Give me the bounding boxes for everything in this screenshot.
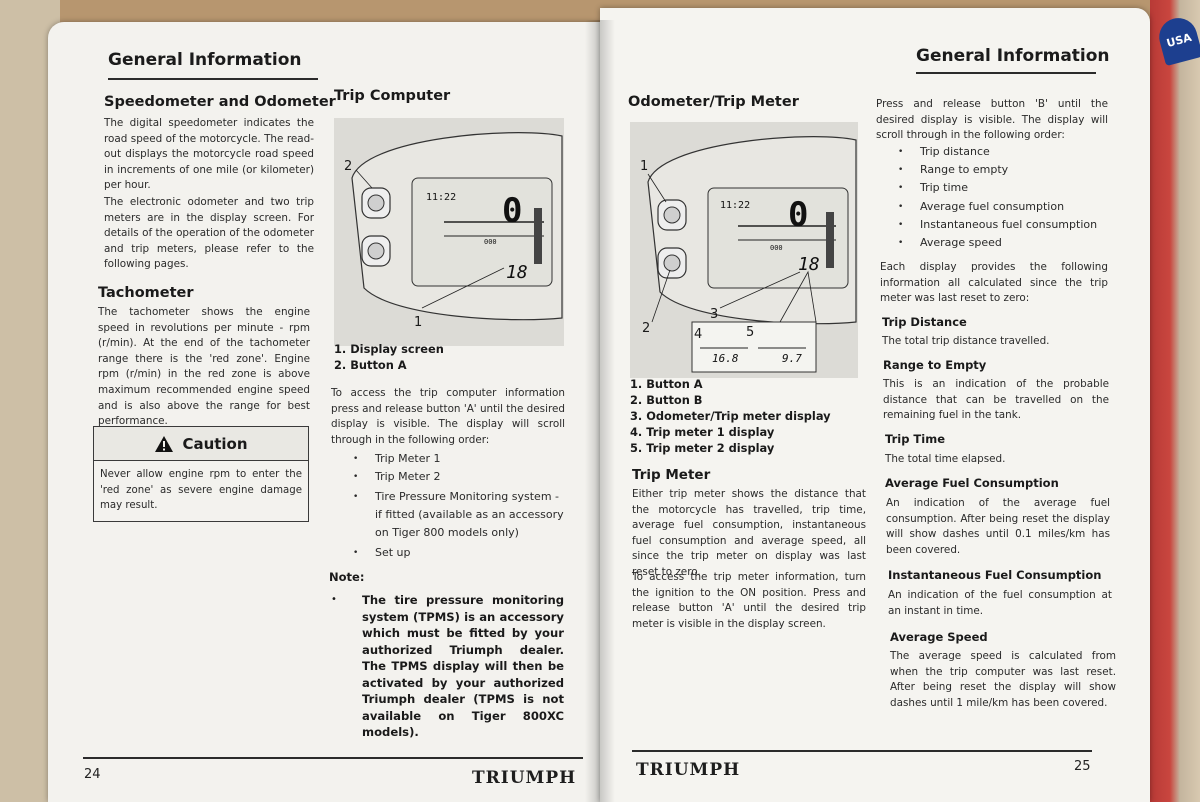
warning-triangle-icon <box>155 435 174 452</box>
def-text-instant-fuel: An indication of the fuel consumption at… <box>888 589 1112 617</box>
trip-display-bullets: Trip distance Range to empty Trip time A… <box>898 143 1108 252</box>
caption-item: 2. Button B <box>630 393 703 407</box>
def-title-average-fuel: Average Fuel Consumption <box>885 476 1059 490</box>
caption-item: 4. Trip meter 1 display <box>630 425 775 439</box>
right-header-title: General Information <box>916 46 1110 66</box>
trip-meter-1-readout: 16.8 <box>712 352 739 365</box>
callout-5: 5 <box>746 325 754 340</box>
scroll-intro: Press and release button 'B' until the d… <box>876 98 1108 142</box>
left-footer-rule <box>83 757 583 759</box>
trip-meter-heading: Trip Meter <box>632 467 711 483</box>
note-text: The tire pressure monitoring system (TPM… <box>362 593 564 739</box>
def-title-trip-distance: Trip Distance <box>882 315 967 329</box>
bullet-item: Average speed <box>898 234 1108 252</box>
triumph-logo-left: TRIUMPH <box>472 768 577 788</box>
odometer-label: 000 <box>484 238 497 246</box>
callout-2: 2 <box>642 321 650 336</box>
caption-item: 2. Button A <box>334 358 407 372</box>
trip-meter-2-readout: 9.7 <box>782 352 802 365</box>
odometer-display-illustration: 11:22 0 000 18 16.8 9.7 1 2 3 4 5 <box>640 136 857 373</box>
bullet-item: Instantaneous fuel consumption <box>898 216 1108 234</box>
bullet-item: Range to empty <box>898 161 1108 179</box>
def-title-average-speed: Average Speed <box>890 630 988 644</box>
def-text-range-to-empty: This is an indication of the probable di… <box>883 378 1109 422</box>
odometer-heading: Odometer/Trip Meter <box>628 94 799 110</box>
odometer-label: 000 <box>770 244 783 252</box>
callout-1: 1 <box>640 159 648 174</box>
adjacent-book <box>1150 0 1200 802</box>
right-header-rule <box>916 72 1096 74</box>
note-bullet-icon: • <box>331 594 337 605</box>
clock-readout: 11:22 <box>720 200 750 211</box>
def-title-trip-time: Trip Time <box>885 432 945 446</box>
right-page-number: 25 <box>1074 759 1091 774</box>
bullet-item: Tire Pressure Monitoring system - if fit… <box>353 488 567 542</box>
right-page: General Information Odometer/Trip Meter … <box>600 8 1150 802</box>
def-title-range-to-empty: Range to Empty <box>883 358 987 372</box>
caution-box: Caution Never allow engine rpm to enter … <box>93 426 309 522</box>
right-footer-rule <box>632 750 1092 752</box>
def-text-average-speed: The average speed is calculated from whe… <box>890 650 1116 709</box>
left-page: General Information Speedometer and Odom… <box>48 22 603 802</box>
triumph-logo-right: TRIUMPH <box>636 760 741 780</box>
trip-meter-p1: Either trip meter shows the distance tha… <box>632 488 866 578</box>
callout-2: 2 <box>344 159 352 174</box>
note-label: Note: <box>329 570 365 584</box>
trip-computer-bullets: Trip Meter 1 Trip Meter 2 Tire Pressure … <box>353 450 567 562</box>
callout-3: 3 <box>710 307 718 322</box>
trip-computer-captions: 1. Display screen 2. Button A <box>334 341 554 373</box>
speed-readout: 0 <box>788 195 808 235</box>
caution-text: Never allow engine rpm to enter the 'red… <box>100 469 302 512</box>
def-text-trip-distance: The total trip distance travelled. <box>882 335 1050 347</box>
bullet-item: Trip time <box>898 179 1108 197</box>
bullet-item: Average fuel consumption <box>898 198 1108 216</box>
caption-item: 5. Trip meter 2 display <box>630 441 775 455</box>
def-title-instant-fuel: Instantaneous Fuel Consumption <box>888 568 1102 582</box>
left-header-rule <box>108 78 318 80</box>
caption-item: 3. Odometer/Trip meter display <box>630 409 831 423</box>
instrument-display-illustration: 11:22 0 000 18 2 1 <box>344 132 563 330</box>
left-header-title: General Information <box>108 50 302 70</box>
bullet-item: Set up <box>353 544 567 562</box>
def-text-trip-time: The total time elapsed. <box>885 453 1006 465</box>
clock-readout: 11:22 <box>426 192 456 203</box>
trip-computer-intro: To access the trip computer information … <box>331 387 565 446</box>
dashboard-figure-left: 11:22 0 000 18 2 1 <box>334 118 564 346</box>
trip-readout: 18 <box>506 262 528 283</box>
tachometer-heading: Tachometer <box>98 285 194 301</box>
speed-readout: 0 <box>502 191 522 231</box>
caption-item: 1. Button A <box>630 377 703 391</box>
trip-meter-p2: To access the trip meter information, tu… <box>632 571 866 630</box>
trip-computer-heading: Trip Computer <box>334 88 451 104</box>
odometer-captions: 1. Button A 2. Button B 3. Odometer/Trip… <box>630 376 870 456</box>
def-text-average-fuel: An indication of the average fuel consum… <box>886 497 1110 556</box>
bullet-item: Trip Meter 2 <box>353 468 567 486</box>
caption-item: 1. Display screen <box>334 342 444 356</box>
speedometer-heading: Speedometer and Odometer <box>104 94 336 110</box>
speedometer-p1: The digital speedometer indicates the ro… <box>104 117 314 192</box>
caution-header: Caution <box>94 427 308 461</box>
dashboard-figure-right: 11:22 0 000 18 16.8 9.7 1 2 3 4 5 <box>630 122 858 378</box>
tachometer-p1: The tachometer shows the engine speed in… <box>98 306 310 428</box>
left-page-number: 24 <box>84 767 101 782</box>
trip-readout: 18 <box>798 254 820 275</box>
callout-1: 1 <box>414 315 422 330</box>
bullet-item: Trip distance <box>898 143 1108 161</box>
book-gutter <box>585 20 615 802</box>
bullet-item: Trip Meter 1 <box>353 450 567 468</box>
each-display-text: Each display provides the following info… <box>880 261 1108 305</box>
caution-title: Caution <box>182 434 248 453</box>
callout-4: 4 <box>694 327 702 342</box>
speedometer-p2: The electronic odometer and two trip met… <box>104 196 314 271</box>
